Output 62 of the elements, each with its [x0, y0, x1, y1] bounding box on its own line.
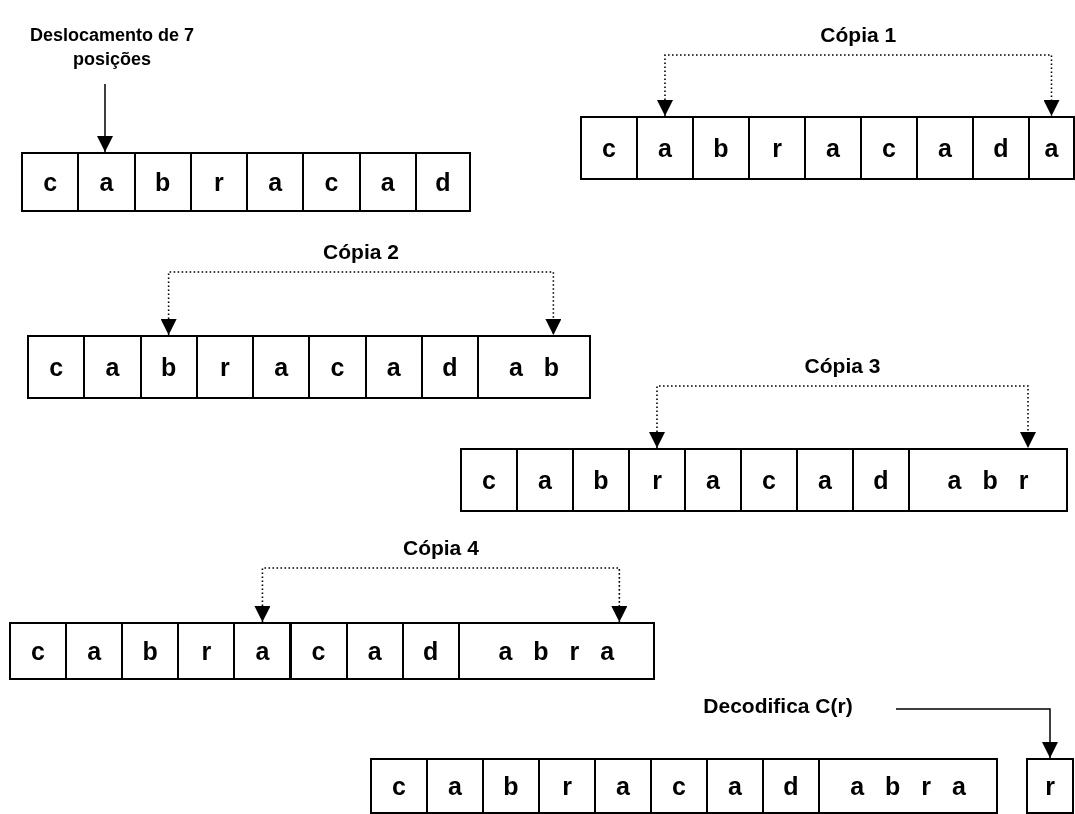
annotation-text: Decodifica C(r): [660, 690, 896, 722]
letter-cell: c: [460, 448, 518, 512]
letter-cell: c: [650, 758, 708, 814]
letter-cell: a b r a: [457, 622, 655, 680]
letter-cell: c: [580, 116, 638, 180]
letter-cell: d: [401, 622, 460, 680]
dotted-arrow: [160, 271, 562, 336]
letter-cell: c: [740, 448, 798, 512]
letter-cell: c: [289, 622, 348, 680]
dotted-arrow: [657, 54, 1060, 117]
arrow: [97, 83, 113, 153]
letter-cell: a b: [477, 335, 591, 399]
letter-cell: a: [83, 335, 142, 399]
letter-cell: a: [246, 152, 305, 212]
letter-cell: a b r a: [818, 758, 998, 814]
letter-cell: r: [748, 116, 806, 180]
letter-cell: a: [594, 758, 652, 814]
letter-cell: r: [189, 152, 248, 212]
letter-cell: r: [177, 622, 236, 680]
letter-cell: b: [692, 116, 750, 180]
letter-cell: a b r: [908, 448, 1068, 512]
letter-cell: d: [414, 152, 471, 212]
letter-cell: c: [370, 758, 428, 814]
letter-cell: a: [516, 448, 574, 512]
letter-cell: a: [358, 152, 417, 212]
letter-cell: c: [302, 152, 361, 212]
annotation-text: Deslocamento de 7 posições: [22, 12, 202, 82]
arrow: [895, 708, 1058, 759]
letter-cell: b: [572, 448, 630, 512]
letter-cell: r: [628, 448, 686, 512]
letter-cell: c: [27, 335, 86, 399]
letter-cell: a: [916, 116, 974, 180]
letter-cell: r: [1026, 758, 1074, 814]
letter-cell: a: [1028, 116, 1075, 180]
letter-cell: a: [804, 116, 862, 180]
letter-cell: d: [762, 758, 820, 814]
letter-cell: c: [21, 152, 80, 212]
letter-cell: c: [9, 622, 68, 680]
letter-cell: a: [364, 335, 423, 399]
letter-cell: c: [308, 335, 367, 399]
letter-cell: a: [252, 335, 311, 399]
dotted-arrow: [254, 567, 628, 623]
letter-cell: d: [852, 448, 910, 512]
letter-cell: d: [420, 335, 479, 399]
letter-cell: b: [139, 335, 198, 399]
letter-cell: a: [706, 758, 764, 814]
letter-cell: d: [972, 116, 1030, 180]
letter-cell: r: [538, 758, 596, 814]
letter-cell: a: [684, 448, 742, 512]
letter-cell: a: [345, 622, 404, 680]
letter-cell: a: [65, 622, 124, 680]
letter-cell: b: [482, 758, 540, 814]
letter-cell: a: [636, 116, 694, 180]
letter-cell: a: [796, 448, 854, 512]
letter-cell: a: [77, 152, 136, 212]
letter-cell: c: [860, 116, 918, 180]
letter-cell: a: [426, 758, 484, 814]
letter-cell: b: [121, 622, 180, 680]
letter-cell: a: [233, 622, 292, 680]
letter-cell: b: [133, 152, 192, 212]
dotted-arrow: [649, 385, 1036, 449]
letter-cell: r: [195, 335, 254, 399]
